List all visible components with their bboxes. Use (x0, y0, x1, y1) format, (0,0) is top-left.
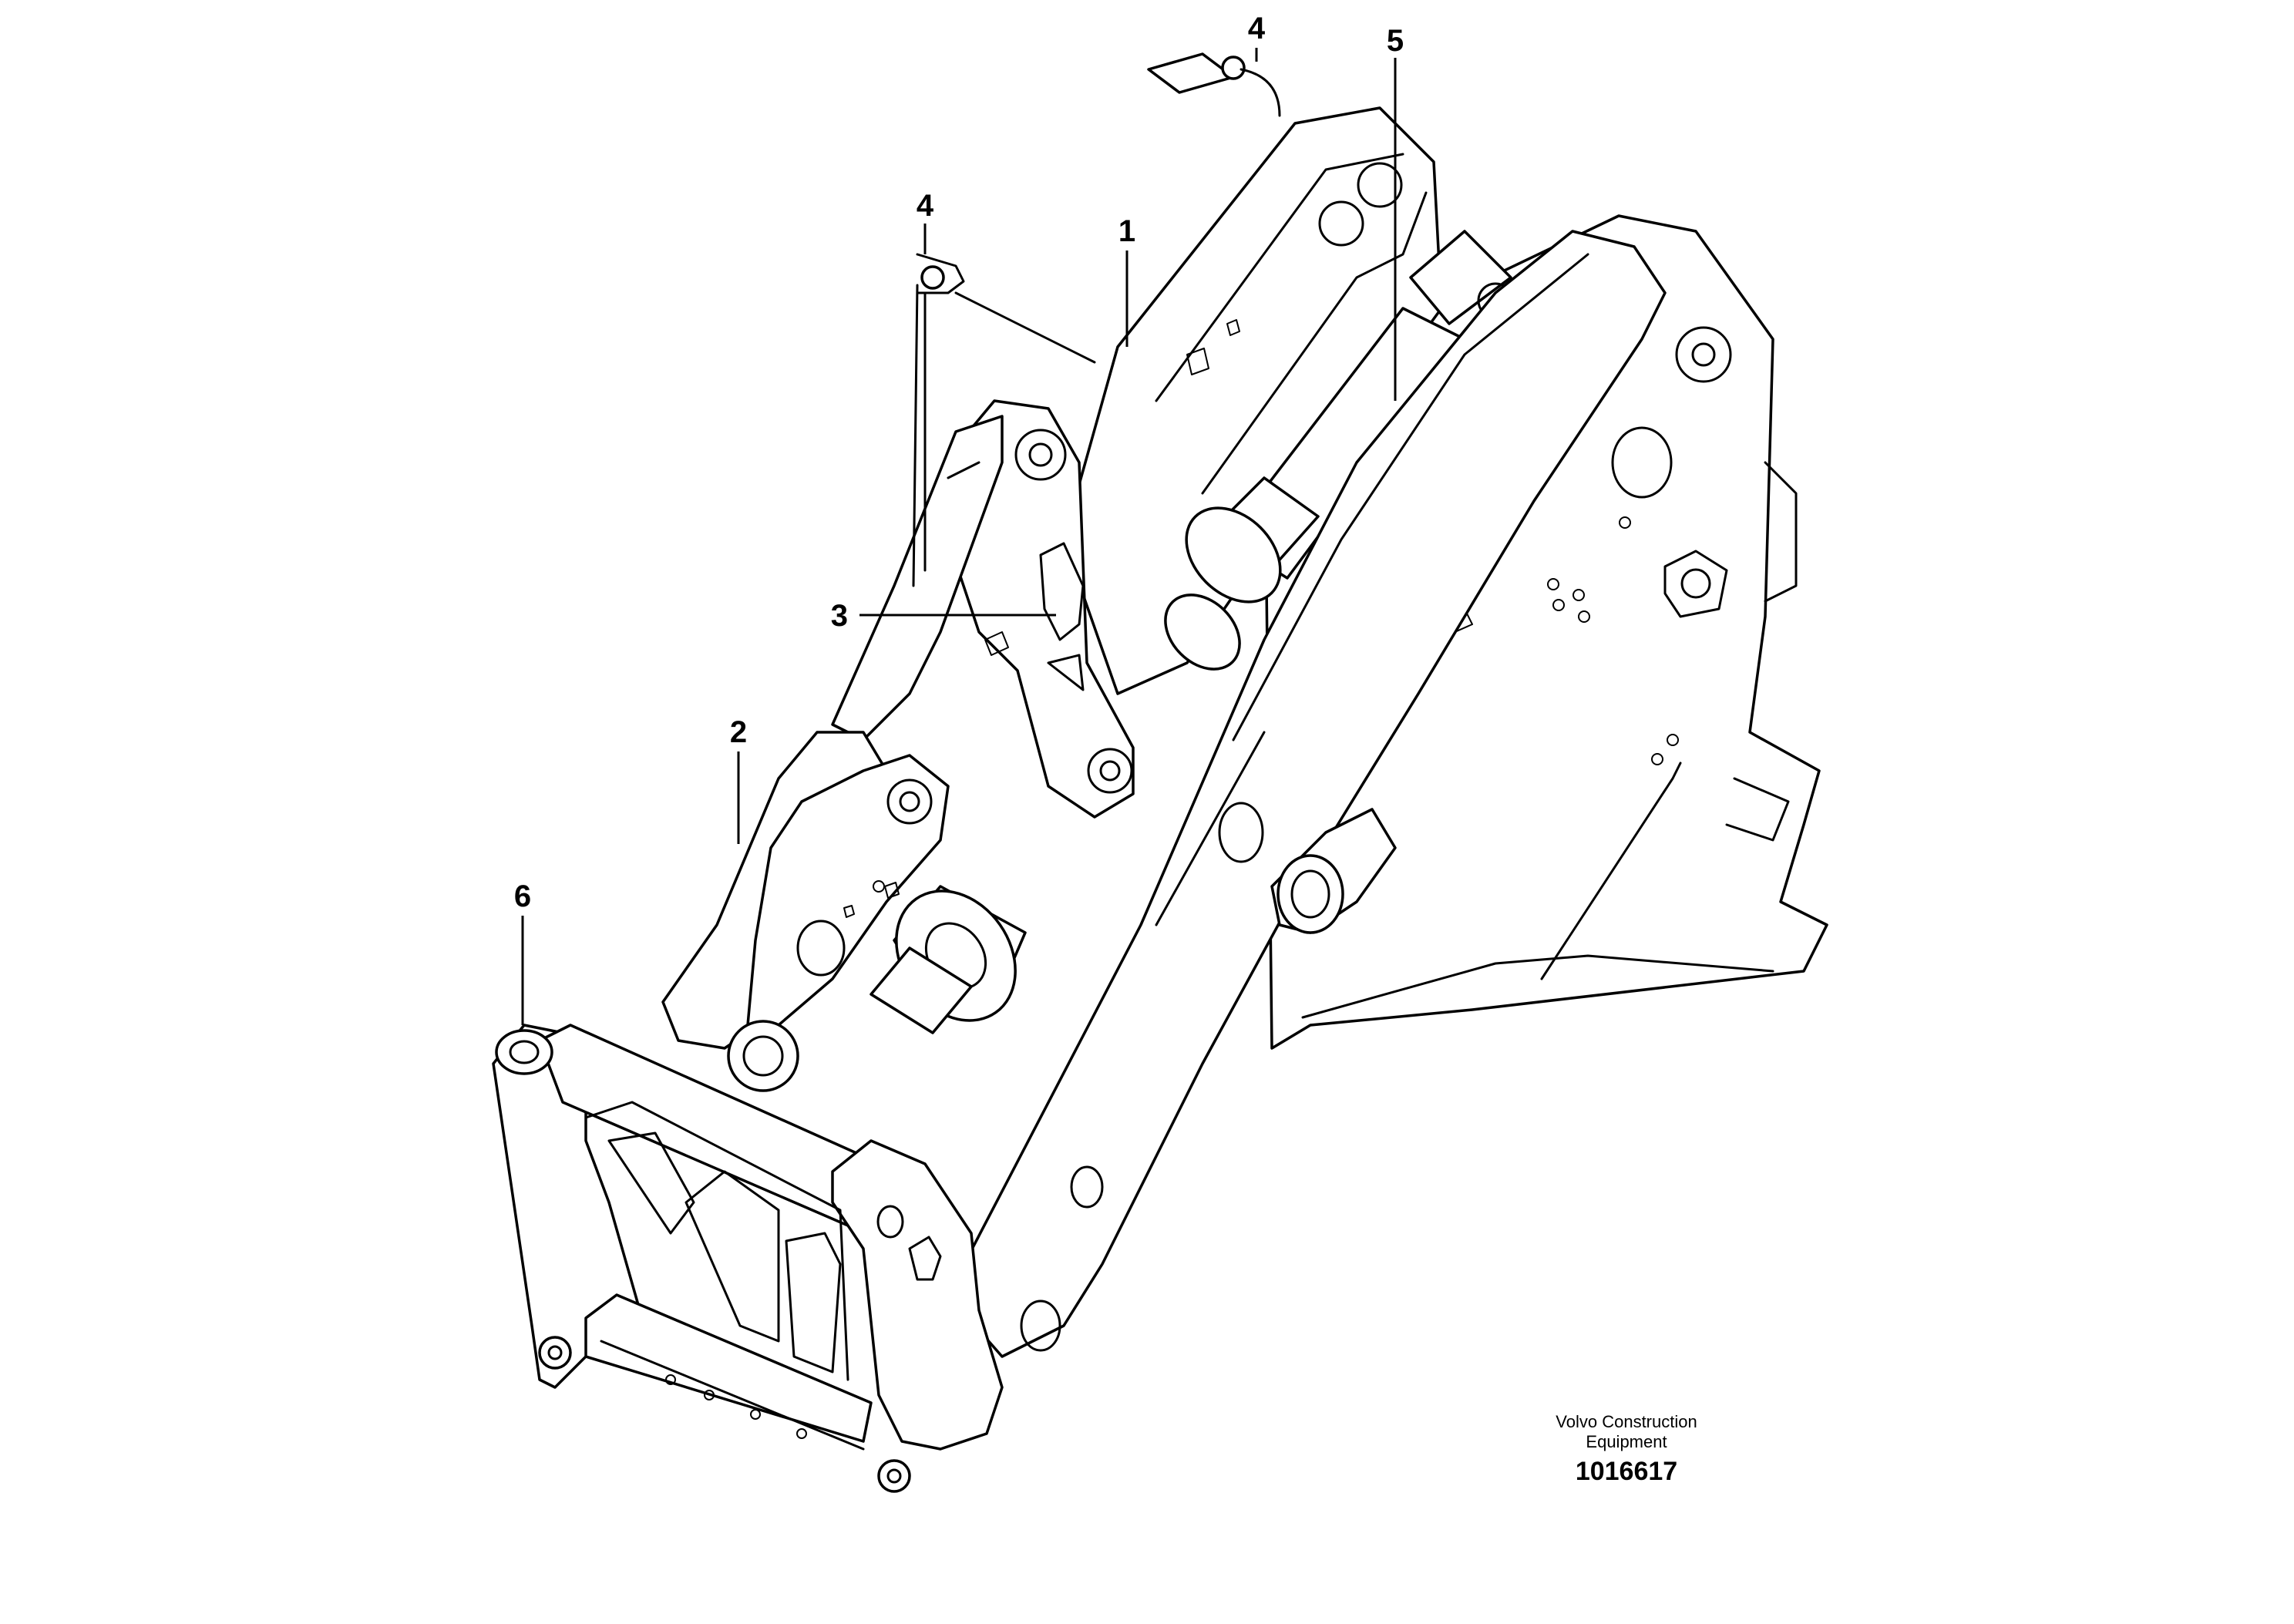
callout-leaders (521, 48, 1397, 1025)
boom-right (947, 230, 1667, 1358)
attachment-bracket (492, 1024, 1004, 1493)
callout-1: 1 (1118, 214, 1135, 248)
tilt-lever (947, 399, 1135, 819)
link-2 (661, 731, 950, 1092)
tilt-cylinder (870, 885, 1027, 1034)
callout-4-upper: 4 (1248, 12, 1266, 45)
callout-2: 2 (730, 715, 747, 749)
callout-3: 3 (831, 599, 848, 633)
callout-5: 5 (1387, 24, 1404, 58)
credit-line-2: Equipment (1586, 1432, 1667, 1451)
callout-labels: 1 2 3 4 4 5 6 (514, 12, 1404, 913)
diagram-credit: Volvo Construction Equipment 1016617 (1556, 1412, 1697, 1486)
grease-hoses (912, 52, 1281, 587)
document-number: 1016617 (1576, 1457, 1677, 1486)
callout-4-lower: 4 (917, 189, 934, 223)
callout-6: 6 (514, 879, 531, 913)
credit-line-1: Volvo Construction (1556, 1412, 1697, 1431)
boom-cylinder (1164, 230, 1514, 671)
tilt-link-arm (831, 415, 1004, 741)
